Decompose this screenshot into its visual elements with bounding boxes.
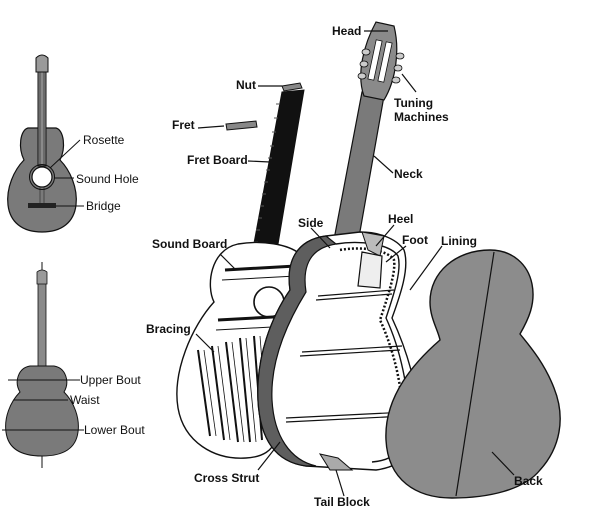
small-guitar-neck	[37, 69, 47, 167]
fretboard-shape	[251, 89, 305, 257]
lower-guitar-body	[5, 365, 79, 457]
nut-shape	[281, 82, 303, 92]
label-waist: Waist	[70, 393, 100, 407]
label-sound-board: Sound Board	[152, 237, 228, 251]
fret-shape	[225, 120, 258, 131]
foot-block	[357, 251, 383, 289]
label-heel: Heel	[388, 212, 414, 226]
label-tuning-machines-line2: Machines	[394, 110, 449, 124]
small-guitar-sound-hole	[31, 166, 53, 188]
tail-block-shape	[318, 453, 354, 471]
label-cross-strut: Cross Strut	[194, 471, 260, 485]
label-neck: Neck	[394, 167, 423, 181]
small-guitar-head	[35, 54, 49, 73]
leader-lines	[195, 30, 515, 497]
label-rosette: Rosette	[83, 133, 125, 147]
label-tuning-machines-line1: Tuning	[394, 96, 434, 110]
back-shape	[385, 249, 561, 499]
small-guitar-bouts	[2, 262, 84, 468]
small-guitar-front	[7, 54, 84, 233]
label-lower-bout: Lower Bout	[84, 423, 145, 437]
side-band	[257, 235, 338, 467]
label-side: Side	[298, 216, 324, 230]
label-sound-hole: Sound Hole	[76, 172, 139, 186]
small-guitar-bridge	[28, 203, 56, 208]
label-nut: Nut	[236, 78, 256, 92]
fret-board-assembly	[225, 82, 305, 257]
label-back: Back	[514, 474, 543, 488]
label-fret-board: Fret Board	[187, 153, 248, 167]
label-tail-block: Tail Block	[314, 495, 370, 509]
side-rib-shape	[257, 231, 419, 471]
label-foot: Foot	[402, 233, 428, 247]
label-bridge: Bridge	[86, 199, 121, 213]
label-head: Head	[332, 24, 362, 38]
label-bracing: Bracing	[146, 322, 191, 336]
label-lining: Lining	[441, 234, 477, 248]
head-shape	[360, 21, 398, 101]
label-fret: Fret	[172, 118, 195, 132]
neck-shape	[331, 91, 385, 255]
label-upper-bout: Upper Bout	[80, 373, 141, 387]
